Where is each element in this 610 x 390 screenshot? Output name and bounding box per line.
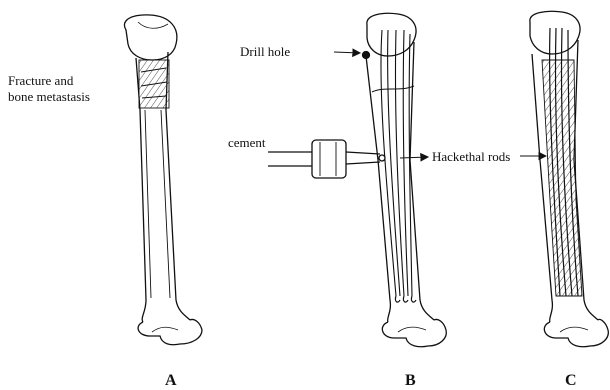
femoral-head-a	[124, 15, 176, 60]
femur-a	[124, 15, 202, 345]
hackethal-rods-label: Hackethal rods	[432, 149, 510, 165]
syringe-plunger	[268, 152, 312, 166]
condyles-a	[138, 319, 202, 344]
panel-label-c: C	[565, 372, 577, 390]
femur-b	[363, 13, 447, 346]
cement-syringe	[268, 140, 385, 178]
panel-label-b: B	[405, 372, 416, 390]
panel-label-a: A	[165, 372, 177, 390]
fracture-label-line1: Fracture and	[8, 73, 118, 89]
drill-hole-label: Drill hole	[240, 44, 290, 60]
condyles-c	[544, 319, 608, 346]
syringe-nozzle	[346, 152, 380, 164]
drill-hole-arrow	[334, 52, 360, 53]
femoral-head-b	[367, 13, 416, 56]
condyles-b	[382, 319, 446, 346]
syringe-barrel	[312, 140, 346, 178]
femoral-head-c	[530, 11, 580, 54]
shaft-b	[366, 42, 434, 322]
cement-label: cement	[228, 135, 266, 151]
femur-c	[530, 11, 608, 346]
fracture-label-line2: bone metastasis	[8, 89, 118, 105]
fracture-label: Fracture and bone metastasis	[8, 73, 118, 105]
